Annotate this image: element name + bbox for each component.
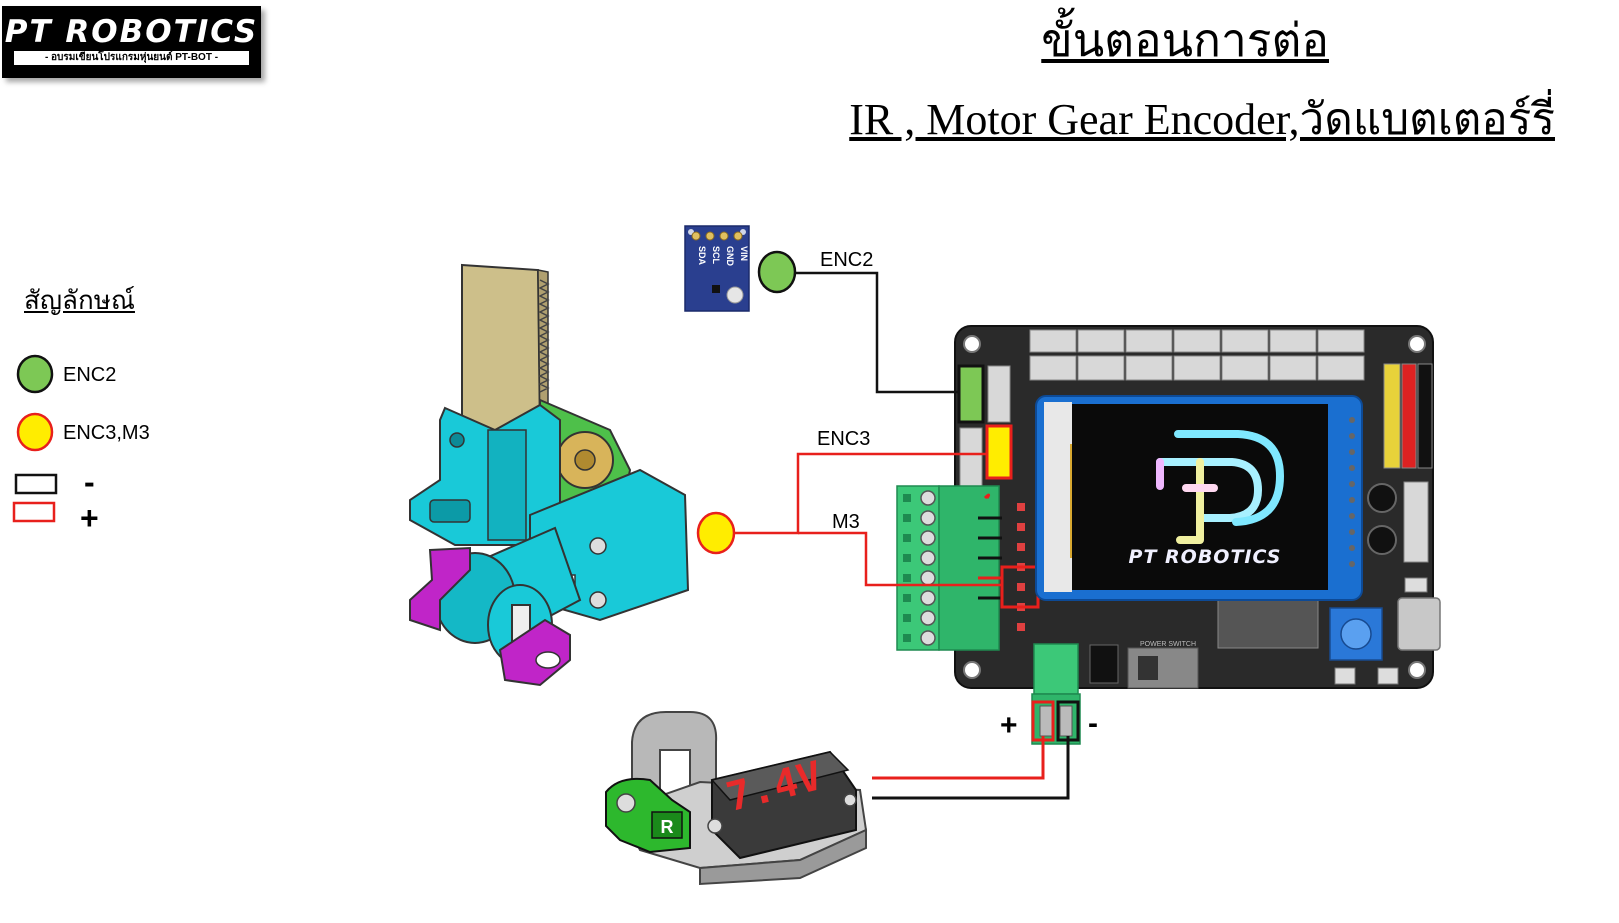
logo-tagline: - อบรมเขียนโปรแกรมหุ่นยนต์ PT-BOT -	[14, 51, 249, 65]
page-subtitle: IR , Motor Gear Encoder,วัดแบตเตอร์รี่	[849, 95, 1555, 144]
sensor-pin-label: SCL	[711, 246, 721, 265]
enc2-wire-label: ENC2	[820, 249, 873, 271]
logo-brand: PT ROBOTICS	[4, 14, 259, 50]
sensor-module: VIN GND SCL SDA	[684, 225, 750, 312]
legend-enc2-label: ENC2	[63, 364, 117, 386]
lcd-screen: PT ROBOTICS	[1035, 395, 1363, 601]
board-brand-text: PT ROBOTICS	[1129, 546, 1282, 568]
power-input-terminal	[1031, 643, 1081, 745]
m3-wire-label: M3	[832, 511, 860, 533]
legend-symbols	[12, 354, 58, 523]
legend-title: สัญลักษณ์	[24, 286, 135, 315]
enc3-port	[985, 424, 1013, 480]
legend-negative-symbol	[14, 473, 58, 495]
battery-pack: 7.4V R	[605, 711, 868, 886]
page-title: ขั้นตอนการต่อ	[1041, 15, 1329, 66]
motor-gear-encoder	[409, 263, 690, 687]
legend-positive-sign: +	[80, 500, 99, 536]
legend-enc3-symbol	[16, 412, 54, 452]
legend-negative-sign: -	[84, 464, 95, 500]
enc3-connection-point	[696, 511, 736, 555]
enc3-wire-label: ENC3	[817, 428, 870, 450]
legend-enc3-label: ENC3,M3	[63, 422, 150, 444]
motor-terminal-block	[896, 485, 1000, 651]
sensor-pin-label: GND	[725, 246, 735, 267]
wires	[735, 271, 1070, 800]
legend-positive-symbol	[12, 501, 56, 523]
controller-board: POWER SWITCH	[896, 325, 1441, 745]
sensor-pin-label: VIN	[739, 246, 749, 261]
battery-plus-sign: +	[1000, 709, 1018, 742]
enc2-port	[957, 364, 985, 424]
battery-minus-sign: -	[1088, 707, 1098, 740]
sensor-pin-label: SDA	[697, 246, 707, 266]
enc2-connection-point	[757, 250, 797, 294]
logo: PT ROBOTICS - อบรมเขียนโปรแกรมหุ่นยนต์ P…	[2, 6, 261, 78]
battery-side-label: R	[661, 817, 674, 837]
legend-enc2-symbol	[16, 354, 54, 394]
power-switch-label: POWER SWITCH	[1140, 641, 1196, 648]
header-pins	[1383, 363, 1433, 469]
